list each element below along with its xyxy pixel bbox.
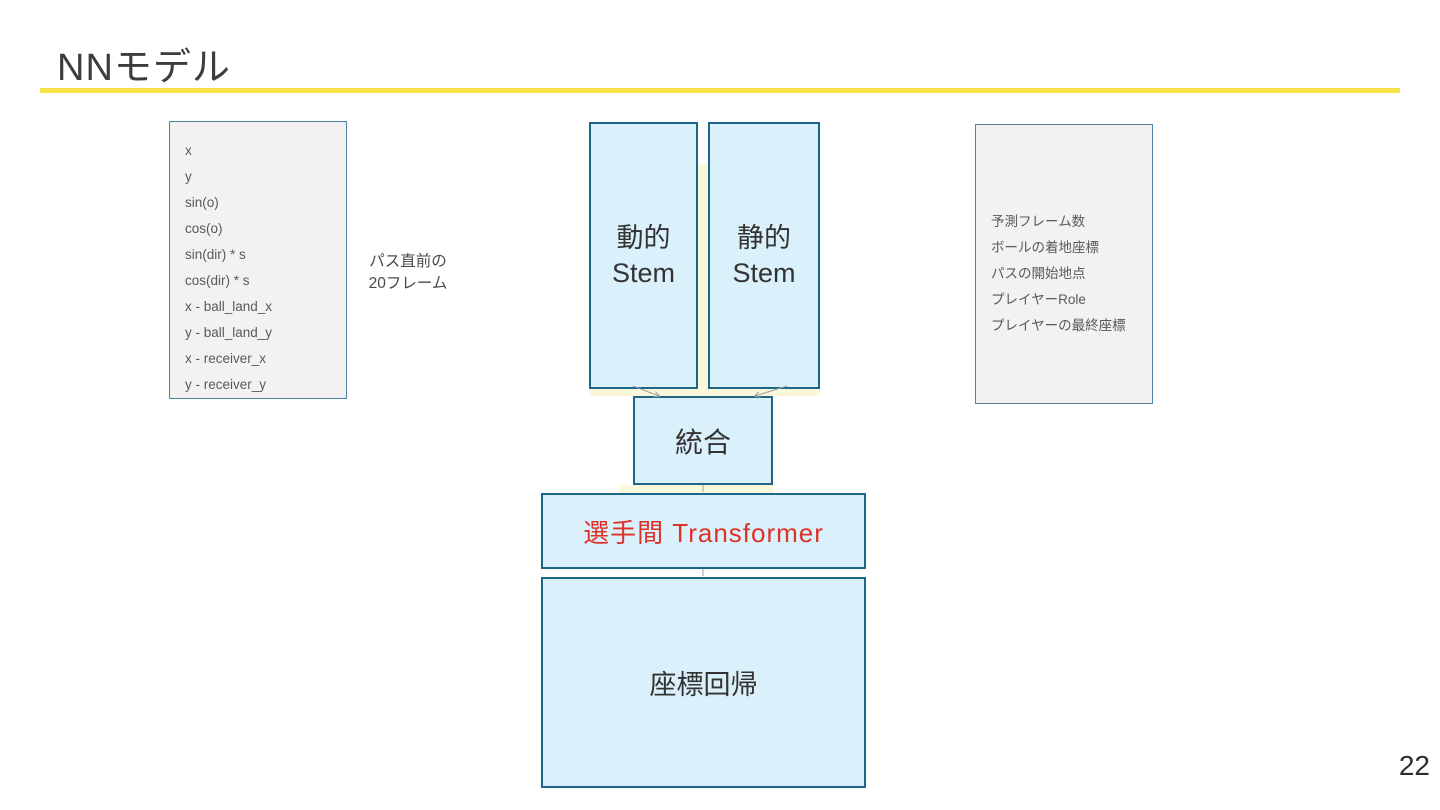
- feature-list-item: sin(dir) * s: [185, 247, 246, 262]
- dynamic-stem-label-line1: 動的: [616, 222, 671, 253]
- feature-list-item: cos(o): [185, 221, 223, 236]
- output-list-item: プレイヤーRole: [991, 292, 1086, 307]
- regression-label: 座標回帰: [649, 670, 758, 700]
- feature-list-item: x: [185, 143, 192, 158]
- output-list-item: ボールの着地座標: [991, 240, 1099, 255]
- page-number: 22: [1398, 750, 1430, 781]
- dynamic-stem-box: 動的 Stem: [589, 122, 698, 389]
- concat-strip-top: [698, 122, 708, 164]
- feature-list-item: y: [185, 169, 192, 184]
- transformer-label: 選手間 Transformer: [583, 517, 824, 548]
- output-list-item: 予測フレーム数: [991, 214, 1086, 229]
- static-stem-label-line2: Stem: [732, 257, 796, 288]
- transformer-box: 選手間 Transformer: [541, 493, 866, 569]
- concat-sliver-upper: [589, 389, 820, 396]
- input-caption-line2: 20フレーム: [368, 275, 448, 292]
- output-list-item: プレイヤーの最終座標: [991, 318, 1126, 333]
- output-list-item: パスの開始地点: [991, 266, 1086, 281]
- static-stem-box: 静的 Stem: [708, 122, 820, 389]
- feature-list-item: x - ball_land_x: [185, 299, 273, 314]
- concat-strip: [698, 122, 708, 389]
- feature-list-item: y - receiver_y: [185, 377, 267, 392]
- merge-label: 統合: [674, 426, 731, 458]
- regression-box: 座標回帰: [541, 577, 866, 788]
- dynamic-stem-label-line2: Stem: [611, 257, 676, 288]
- input-caption: パス直前の 20フレーム: [350, 251, 466, 295]
- output-feature-box: 予測フレーム数 ボールの着地座標 パスの開始地点 プレイヤーRole プレイヤー…: [975, 124, 1153, 404]
- title-accent-rule: [40, 88, 1400, 93]
- feature-list-item: cos(dir) * s: [185, 273, 250, 288]
- concat-sliver-lower: [620, 485, 773, 493]
- feature-list-item: sin(o): [185, 195, 219, 210]
- page-title: NNモデル: [57, 47, 231, 89]
- input-caption-line1: パス直前の: [369, 253, 447, 270]
- static-stem-label-line1: 静的: [737, 222, 791, 253]
- input-feature-box: x y sin(o) cos(o) sin(dir) * s cos(dir) …: [169, 121, 347, 399]
- feature-list-item: y - ball_land_y: [185, 325, 273, 340]
- merge-box: 統合: [633, 396, 773, 485]
- feature-list-item: x - receiver_x: [185, 351, 267, 366]
